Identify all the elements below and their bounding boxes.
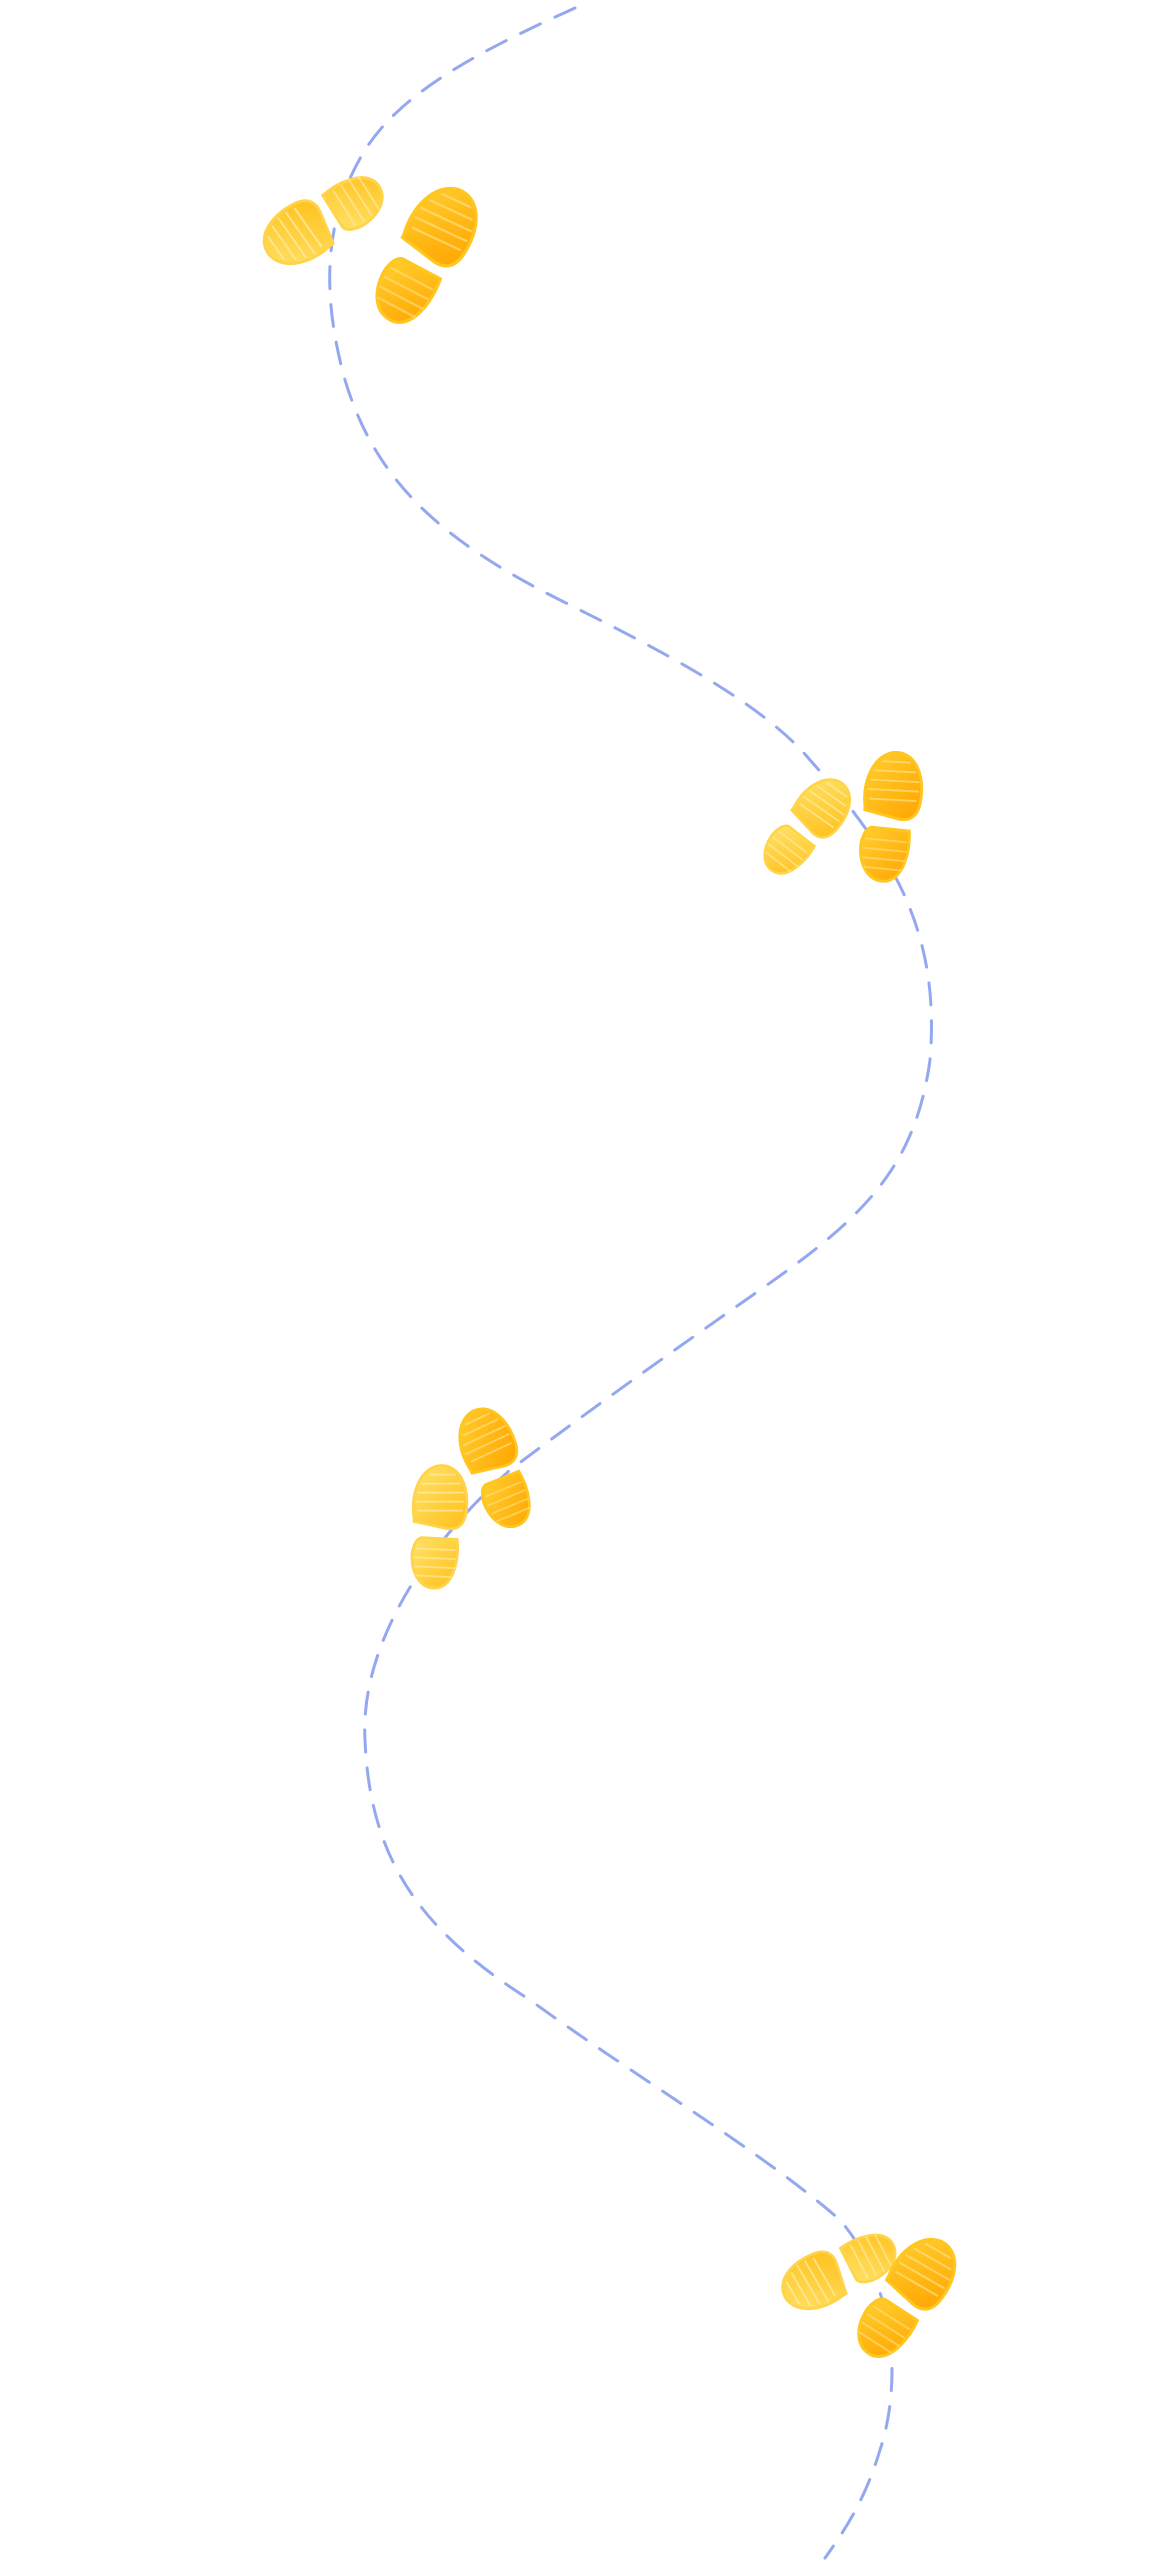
footprint-pair-4 (771, 2214, 969, 2374)
shoe-sole-icon (410, 1464, 469, 1590)
shoe-sole-icon (251, 155, 394, 281)
shoe-sole-icon (857, 749, 925, 885)
footprint-pair-3 (410, 1398, 550, 1590)
shoe-sole-icon (754, 766, 862, 889)
footprint-pair-2 (754, 749, 925, 889)
dashed-trail-path (328, 6, 933, 2560)
shoe-sole-icon (364, 173, 490, 339)
footprint-pair-1 (251, 155, 490, 339)
